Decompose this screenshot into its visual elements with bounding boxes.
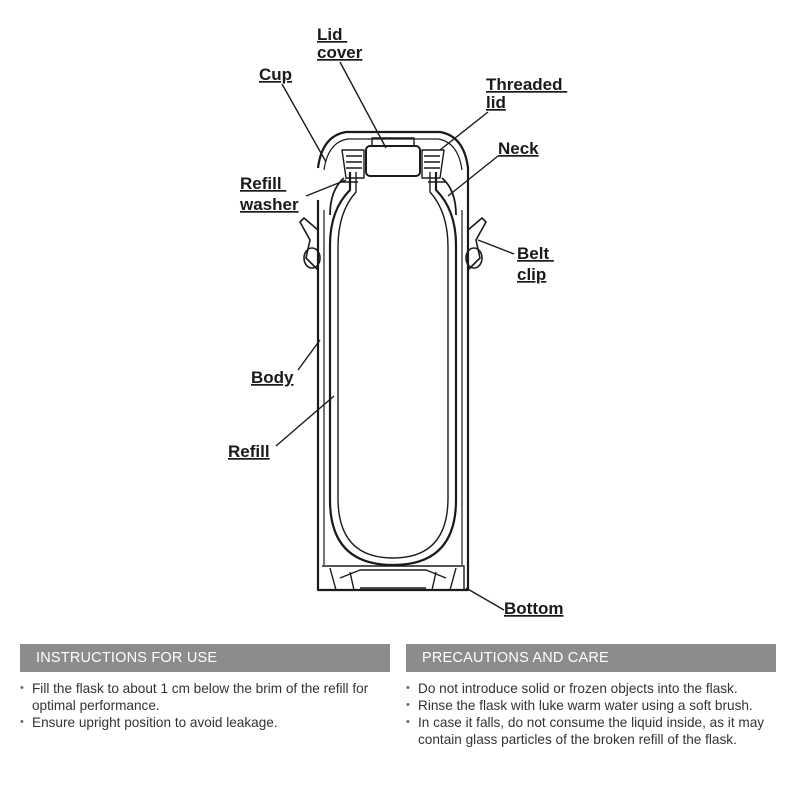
leader-body	[297, 339, 321, 371]
leader-cup	[281, 83, 327, 163]
leader-belt-clip	[477, 239, 515, 255]
list-item: Rinse the flask with luke warm water usi…	[406, 697, 776, 714]
label-cup: Cup	[259, 65, 292, 84]
list-item: In case it falls, do not consume the liq…	[406, 714, 776, 748]
leader-lines	[275, 61, 515, 611]
label-refill-washer: Refill washer	[239, 174, 299, 214]
leader-bottom	[465, 587, 505, 611]
cup-outline	[316, 130, 470, 200]
body-outline	[316, 200, 470, 592]
list-item: Fill the flask to about 1 cm below the b…	[20, 680, 390, 714]
list-item: Ensure upright position to avoid leakage…	[20, 714, 390, 731]
lid-cover-top	[371, 137, 415, 146]
label-threaded-lid: Threaded lid	[486, 75, 567, 112]
bottom-shape	[322, 565, 465, 591]
instructions-header: INSTRUCTIONS FOR USE	[20, 644, 390, 672]
list-item: Do not introduce solid or frozen objects…	[406, 680, 776, 697]
threaded-lid-shape	[341, 149, 445, 179]
label-bottom: Bottom	[504, 599, 563, 618]
belt-clip-shape	[299, 217, 487, 271]
refill-outer	[328, 172, 458, 567]
leader-refill	[275, 395, 335, 447]
instructions-list: Fill the flask to about 1 cm below the b…	[20, 680, 390, 731]
label-refill: Refill	[228, 442, 270, 461]
precautions-header: PRECAUTIONS AND CARE	[406, 644, 776, 672]
cup-inner	[323, 138, 463, 171]
lid-cover-shape	[365, 145, 421, 177]
label-belt-clip: Belt clip	[517, 244, 554, 284]
precautions-panel: PRECAUTIONS AND CARE Do not introduce so…	[406, 644, 776, 748]
label-neck: Neck	[498, 139, 539, 158]
label-lid-cover: Lid cover	[317, 25, 363, 62]
instructions-panel: INSTRUCTIONS FOR USE Fill the flask to a…	[20, 644, 390, 731]
leader-threaded-lid	[439, 111, 489, 151]
body-inner-wall	[323, 210, 463, 565]
refill-inner	[337, 172, 449, 559]
leader-refill-washer	[305, 179, 347, 197]
flask-diagram: Lid cover Cup Threaded lid Neck Refill w…	[228, 25, 567, 618]
leader-neck	[447, 155, 499, 197]
flask-drawing	[299, 130, 487, 592]
leader-lid-cover	[339, 61, 387, 149]
label-body: Body	[251, 368, 294, 387]
precautions-list: Do not introduce solid or frozen objects…	[406, 680, 776, 748]
